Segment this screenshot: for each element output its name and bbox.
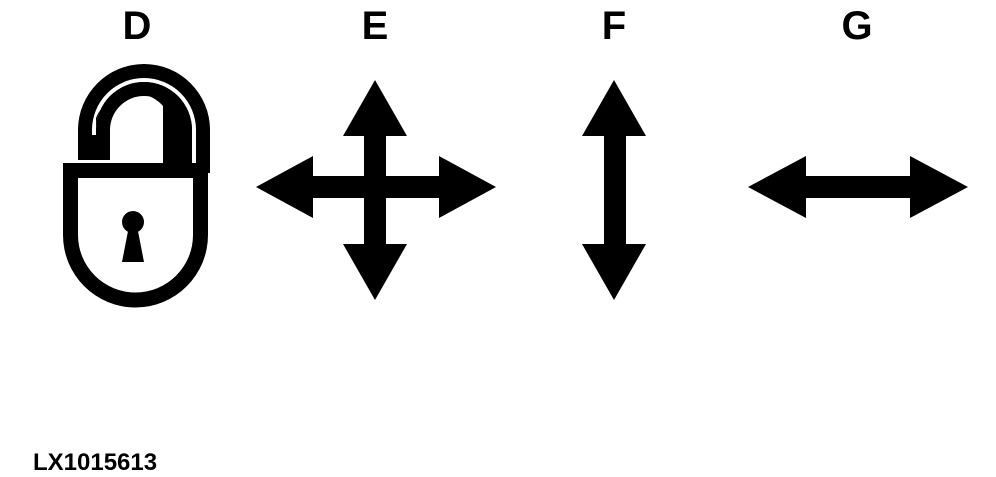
unlocked-padlock-icon (63, 64, 210, 308)
label-e: E (361, 4, 389, 48)
label-g: G (841, 4, 873, 48)
label-d: D (122, 4, 152, 48)
figure-id: LX1015613 (33, 449, 158, 476)
four-way-arrow-icon (256, 80, 496, 300)
keyhole-slot (122, 226, 144, 262)
vertical-double-arrow-icon (582, 80, 646, 300)
label-f: F (601, 4, 627, 48)
horizontal-double-arrow-icon (748, 156, 968, 218)
keyhole-circle (122, 211, 144, 233)
